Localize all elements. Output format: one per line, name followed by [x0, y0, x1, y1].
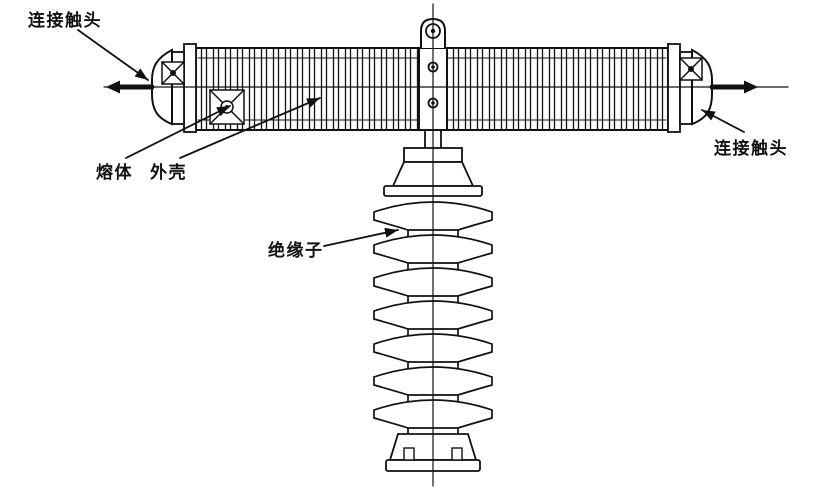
left-contact-assembly: [106, 43, 197, 133]
label-connection-contact-left: 连接触头: [28, 11, 102, 31]
label-connection-contact-right: 连接触头: [714, 139, 788, 159]
base-slot-right: [451, 447, 463, 461]
leader-lines: [77, 29, 745, 247]
leader-fuse-element: [125, 105, 231, 159]
label-outer-shell: 外壳: [150, 163, 187, 183]
leader-insulator: [323, 227, 399, 247]
leader-connection-contact-left: [77, 29, 149, 81]
leader-outer-shell: [179, 97, 321, 159]
label-insulator: 绝缘子: [268, 241, 324, 261]
base-slot-left: [403, 447, 415, 461]
right-contact-assembly: [667, 43, 758, 133]
label-fuse-element: 熔体: [96, 163, 133, 183]
left-bolt-cross: [161, 61, 185, 85]
left-contact-bracket: [183, 43, 197, 133]
leader-connection-contact-right: [701, 109, 745, 133]
right-contact-bracket: [667, 43, 681, 133]
right-bolt-cross: [679, 57, 703, 81]
